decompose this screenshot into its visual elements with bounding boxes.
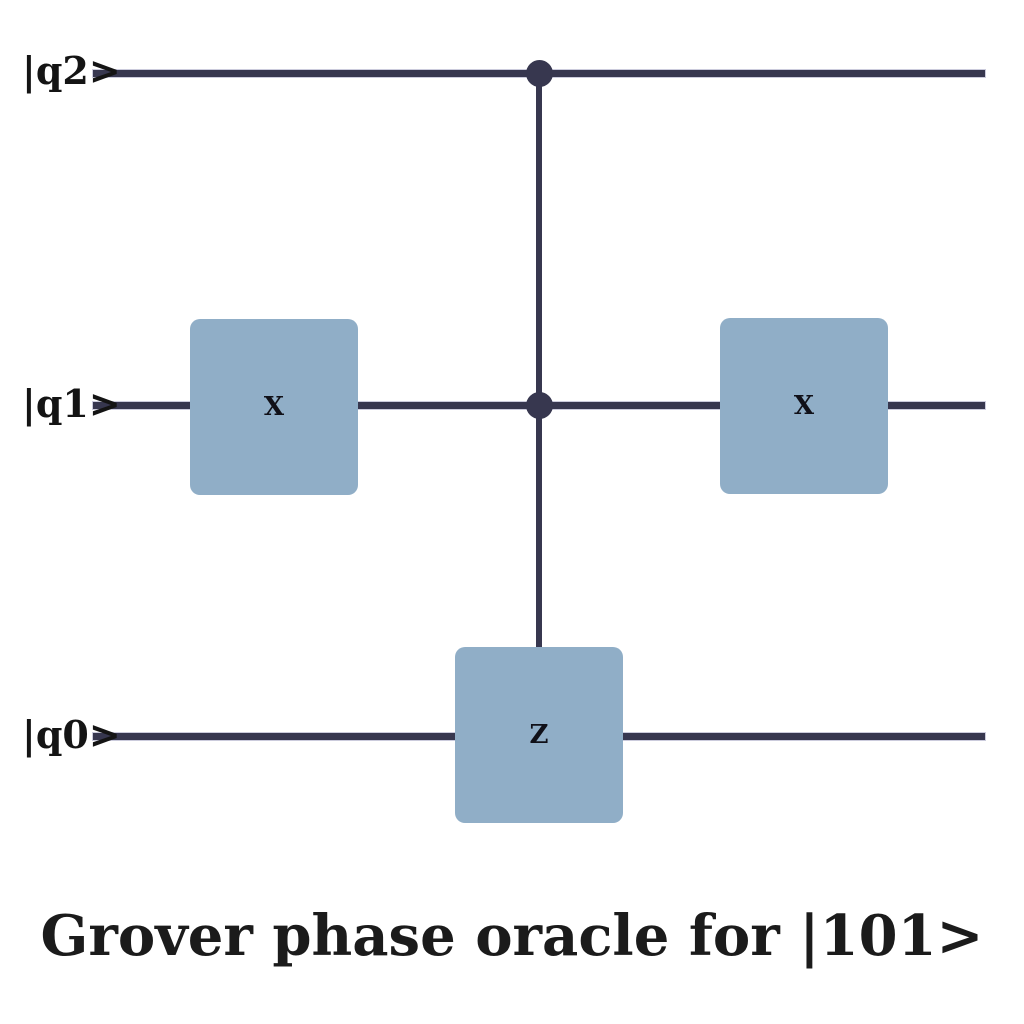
diagram-title: Grover phase oracle for |101> <box>40 903 984 969</box>
gate-z-label: Z <box>529 720 549 750</box>
gate-x-right: X <box>720 318 888 494</box>
gate-x-left: X <box>190 319 358 495</box>
gate-x-left-label: X <box>263 392 285 422</box>
qubit-label-q1: |q1> <box>22 381 121 426</box>
control-dot-q2 <box>526 60 553 87</box>
gate-z-target: Z <box>455 647 623 823</box>
control-connector-line <box>536 73 542 647</box>
qubit-label-q0: |q0> <box>22 712 121 757</box>
control-dot-q1 <box>526 392 553 419</box>
qubit-label-q2: |q2> <box>22 48 121 93</box>
gate-x-right-label: X <box>793 391 815 421</box>
